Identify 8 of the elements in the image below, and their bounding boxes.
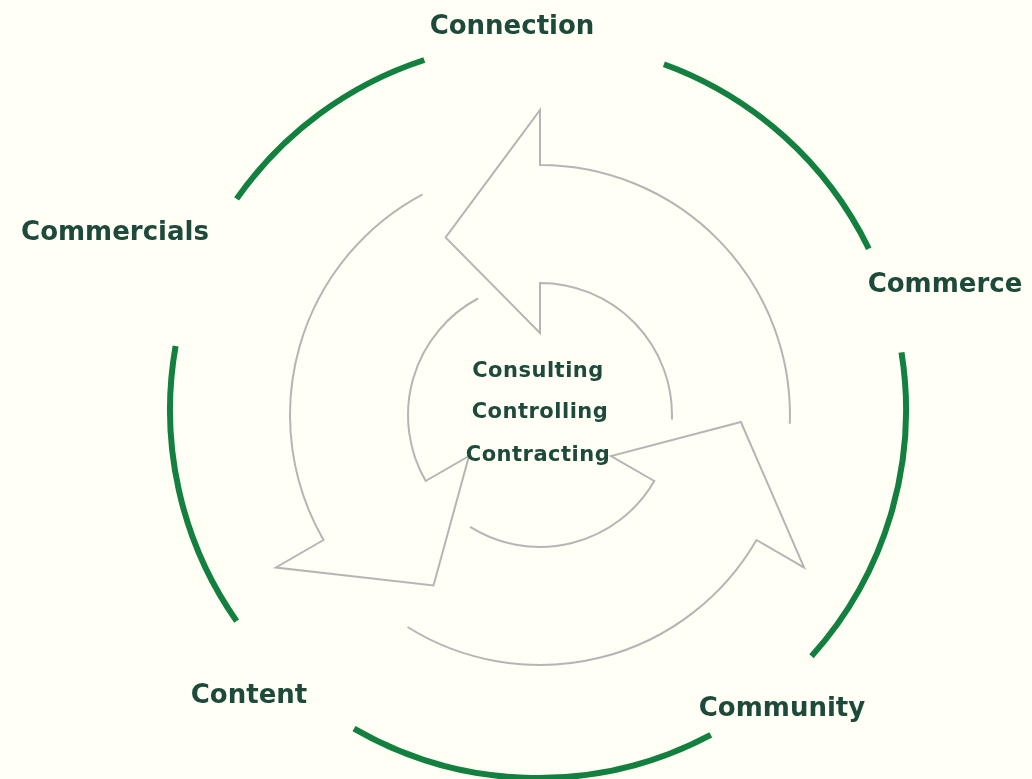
segment-label: Commercials [21,216,209,246]
center-text: Contracting [465,443,611,467]
segment-label: Content [190,679,308,709]
segment-label: Commerce [867,268,1023,298]
center-text: Controlling [471,400,609,424]
center-text: Consulting [472,359,604,383]
segment-label: Community [698,692,866,722]
segment-label: Connection [429,10,595,40]
